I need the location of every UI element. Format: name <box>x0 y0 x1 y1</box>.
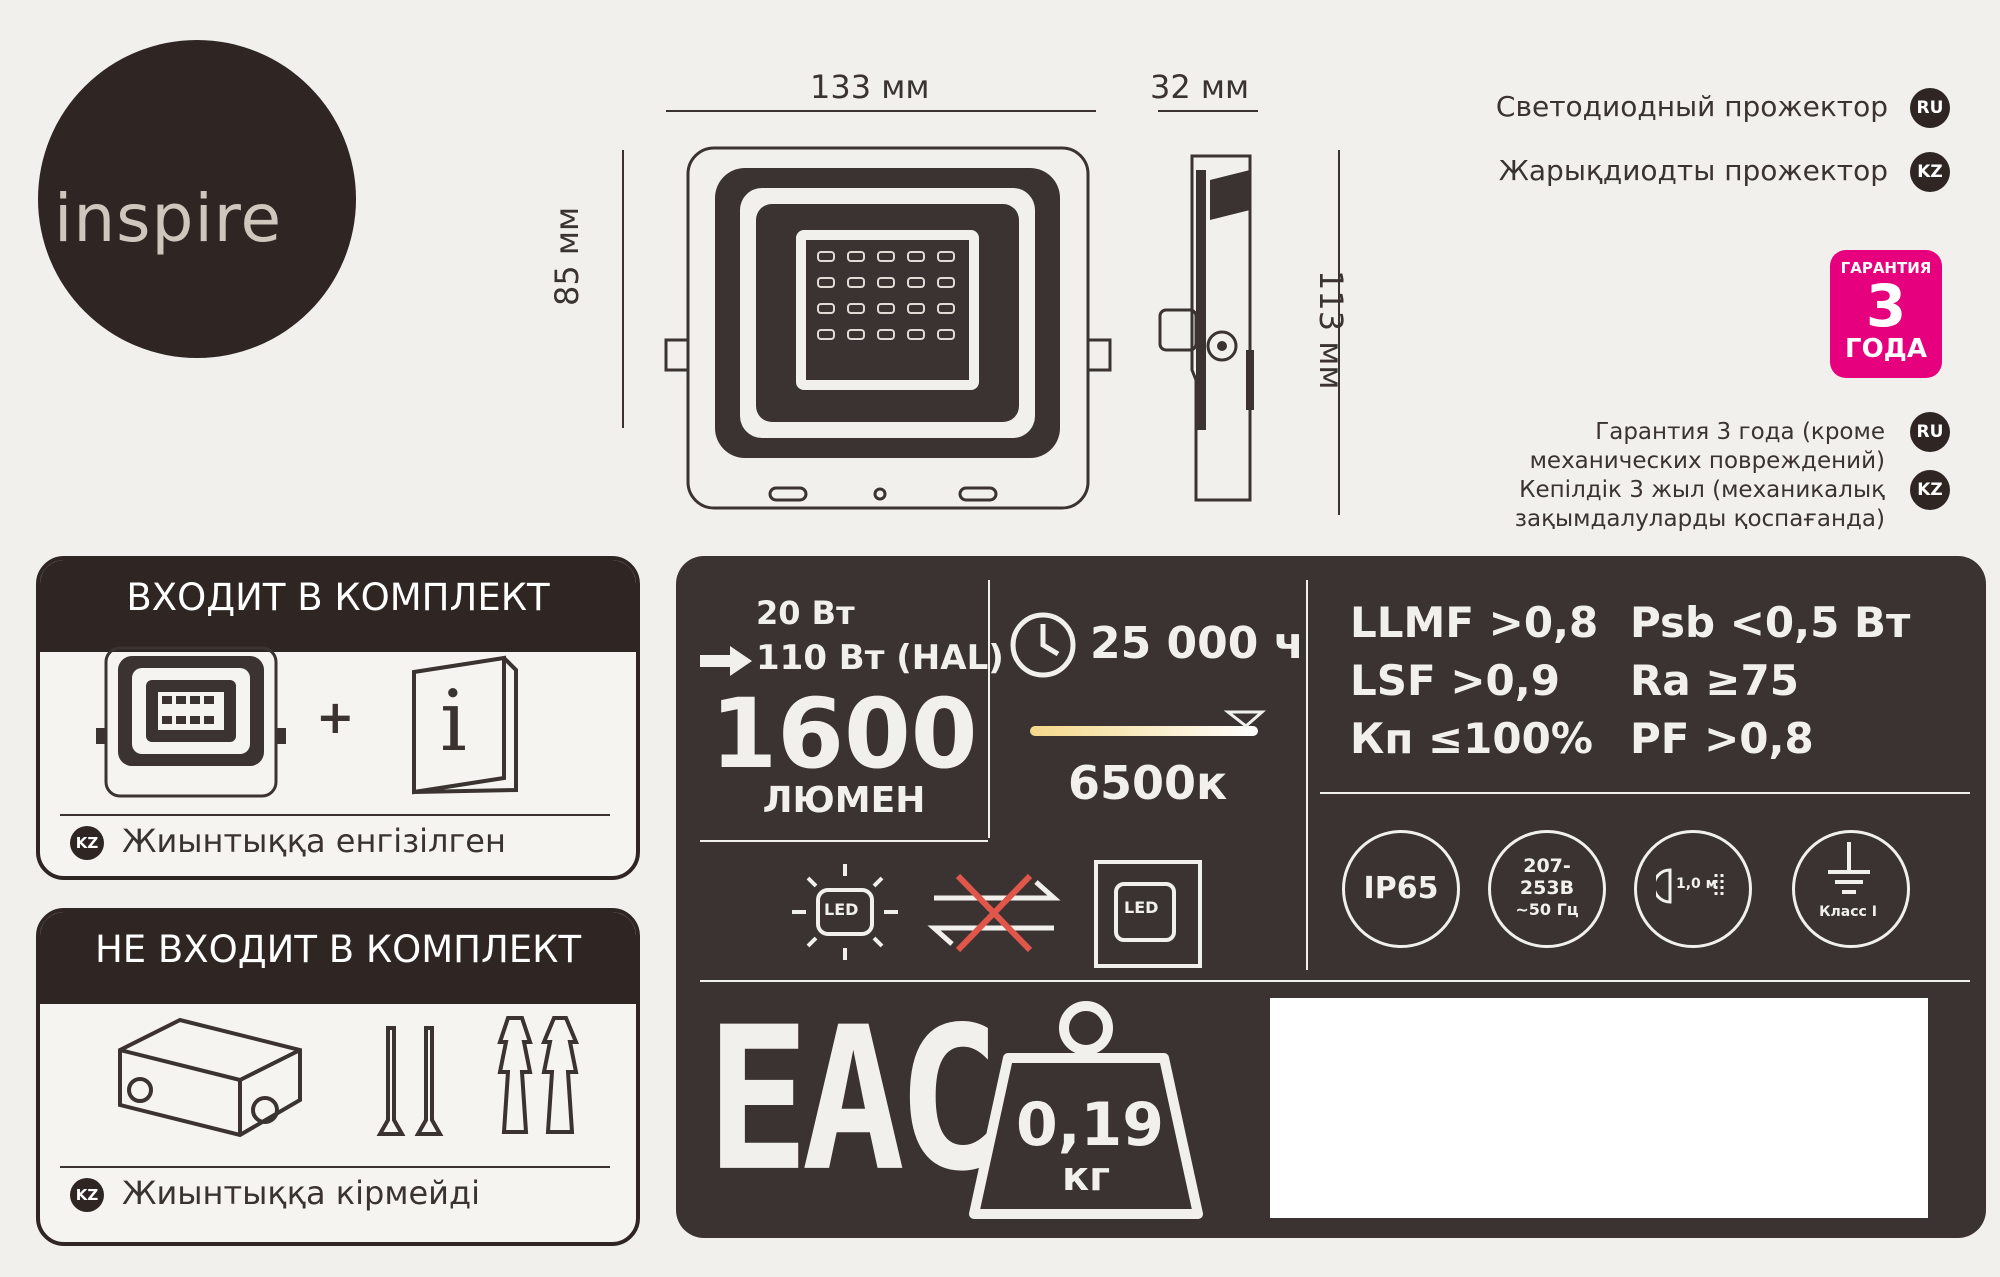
ground-icon <box>1828 842 1870 894</box>
brand-logo-text: inspire <box>54 180 283 257</box>
distance-value: 1,0 м <box>1676 876 1718 892</box>
llmf-value: LLMF >0,8 <box>1350 598 1599 647</box>
led-label-1: LED <box>824 900 859 919</box>
voltage-line2: 253В <box>1519 877 1575 899</box>
manual-booklet-icon <box>412 655 518 795</box>
class-value: Класс I <box>1819 904 1877 920</box>
included-floodlight-icon <box>96 646 286 798</box>
no-replacement-icon <box>927 873 1061 953</box>
guarantee-kz-line2: зақымдалуларды қоспағанда) <box>1514 506 1885 532</box>
wall-plugs-icon <box>497 1016 579 1134</box>
dim-width-label: 133 мм <box>810 68 930 106</box>
lang-badge-kz-2: KZ <box>1910 470 1950 510</box>
not-included-title: НЕ ВХОДИТ В КОМПЛЕКТ <box>40 912 636 1004</box>
dim-depth-line <box>1158 110 1258 112</box>
floodlight-side-drawing <box>1158 154 1254 502</box>
panel-sep-v2 <box>1306 580 1308 970</box>
dim-front-height-line <box>622 150 624 428</box>
included-title: ВХОДИТ В КОМПЛЕКТ <box>40 560 636 652</box>
screws-icon <box>376 1026 444 1136</box>
ip65-text: IP65 <box>1363 871 1439 906</box>
power-value: 20 Вт <box>756 594 855 632</box>
not-included-divider <box>60 1166 610 1168</box>
guarantee-ru-line1: Гарантия 3 года (кроме <box>1595 419 1885 445</box>
manual-info-icon: i <box>440 672 467 770</box>
guarantee-badge: ГАРАНТИЯ 3 ГОДА <box>1830 250 1942 378</box>
blank-label-area <box>1270 998 1928 1218</box>
voltage-line3: ~50 Гц <box>1515 900 1579 919</box>
included-kz-text: Жиынтыққа енгізілген <box>122 822 506 860</box>
included-divider <box>60 814 610 816</box>
included-kz-badge: KZ <box>70 826 104 860</box>
led-bulb-icon <box>792 864 898 960</box>
dim-depth-label: 32 мм <box>1150 68 1250 106</box>
panel-sep-h2 <box>1320 792 1970 794</box>
color-temp-bar <box>1030 710 1266 736</box>
floodlight-front-drawing <box>664 146 1112 510</box>
lumens-value: 1600 <box>710 678 978 790</box>
class-badge <box>1792 830 1910 948</box>
led-module-box <box>1094 860 1202 968</box>
ra-value: Ra ≥75 <box>1630 656 1799 705</box>
guarantee-ru-line2: механических повреждений) <box>1529 448 1885 474</box>
dim-side-height-line <box>1338 150 1340 515</box>
kp-value: Кп ≤100% <box>1350 714 1593 763</box>
distance-icon <box>1656 868 1724 904</box>
guarantee-kz-line1: Кепілдік 3 жыл (механикалық <box>1519 477 1885 503</box>
plus-sign: + <box>316 690 355 744</box>
dim-width-line <box>666 110 1096 112</box>
lang-badge-ru-2: RU <box>1910 412 1950 452</box>
guarantee-badge-unit: ГОДА <box>1845 334 1927 364</box>
lsf-value: LSF >0,9 <box>1350 656 1560 705</box>
product-name-kz: Жарықдиодты прожектор <box>1498 154 1888 187</box>
dim-side-height-label: 113 мм <box>1312 270 1350 390</box>
led-module-inner <box>1114 882 1176 942</box>
lang-badge-ru: RU <box>1910 88 1950 128</box>
not-included-kz-badge: KZ <box>70 1178 104 1212</box>
eac-mark: ЕАС <box>706 983 1001 1215</box>
panel-sep-h3 <box>700 980 1970 982</box>
not-included-kz-text: Жиынтыққа кірмейді <box>122 1174 480 1212</box>
guarantee-badge-title: ГАРАНТИЯ <box>1840 259 1932 277</box>
panel-sep-v1 <box>988 580 990 838</box>
voltage-line1: 207- <box>1523 855 1571 877</box>
weight-value: 0,19 <box>1016 1090 1165 1160</box>
distance-badge <box>1634 830 1752 948</box>
psb-value: Psb <0,5 Вт <box>1630 598 1911 647</box>
panel-sep-h1 <box>700 840 988 842</box>
product-name-ru: Светодиодный прожектор <box>1495 90 1888 123</box>
ip65-badge: IP65 <box>1342 830 1460 948</box>
weight-unit: кг <box>1061 1154 1111 1200</box>
clock-icon <box>1010 612 1076 678</box>
guarantee-badge-number: 3 <box>1865 272 1907 340</box>
lang-badge-kz: KZ <box>1910 152 1950 192</box>
junction-box-icon <box>118 1017 302 1138</box>
arrow-icon <box>700 646 752 676</box>
guarantee-text-ru: Гарантия 3 года (кроме механических повр… <box>1400 418 1885 534</box>
weight-icon <box>969 1001 1203 1219</box>
not-included-box: НЕ ВХОДИТ В КОМПЛЕКТ <box>36 908 640 1246</box>
led-label-2: LED <box>1124 898 1159 917</box>
lumens-unit: ЛЮМЕН <box>762 780 926 821</box>
voltage-badge: 207- 253В ~50 Гц <box>1488 830 1606 948</box>
dim-front-height-label: 85 мм <box>548 206 586 306</box>
pf-value: PF >0,8 <box>1630 714 1814 763</box>
halogen-equiv: 110 Вт (HAL) <box>756 638 1004 678</box>
lifetime-value: 25 000 ч <box>1090 618 1304 669</box>
color-temp-value: 6500к <box>1068 756 1228 810</box>
brand-logo-circle <box>38 40 356 358</box>
